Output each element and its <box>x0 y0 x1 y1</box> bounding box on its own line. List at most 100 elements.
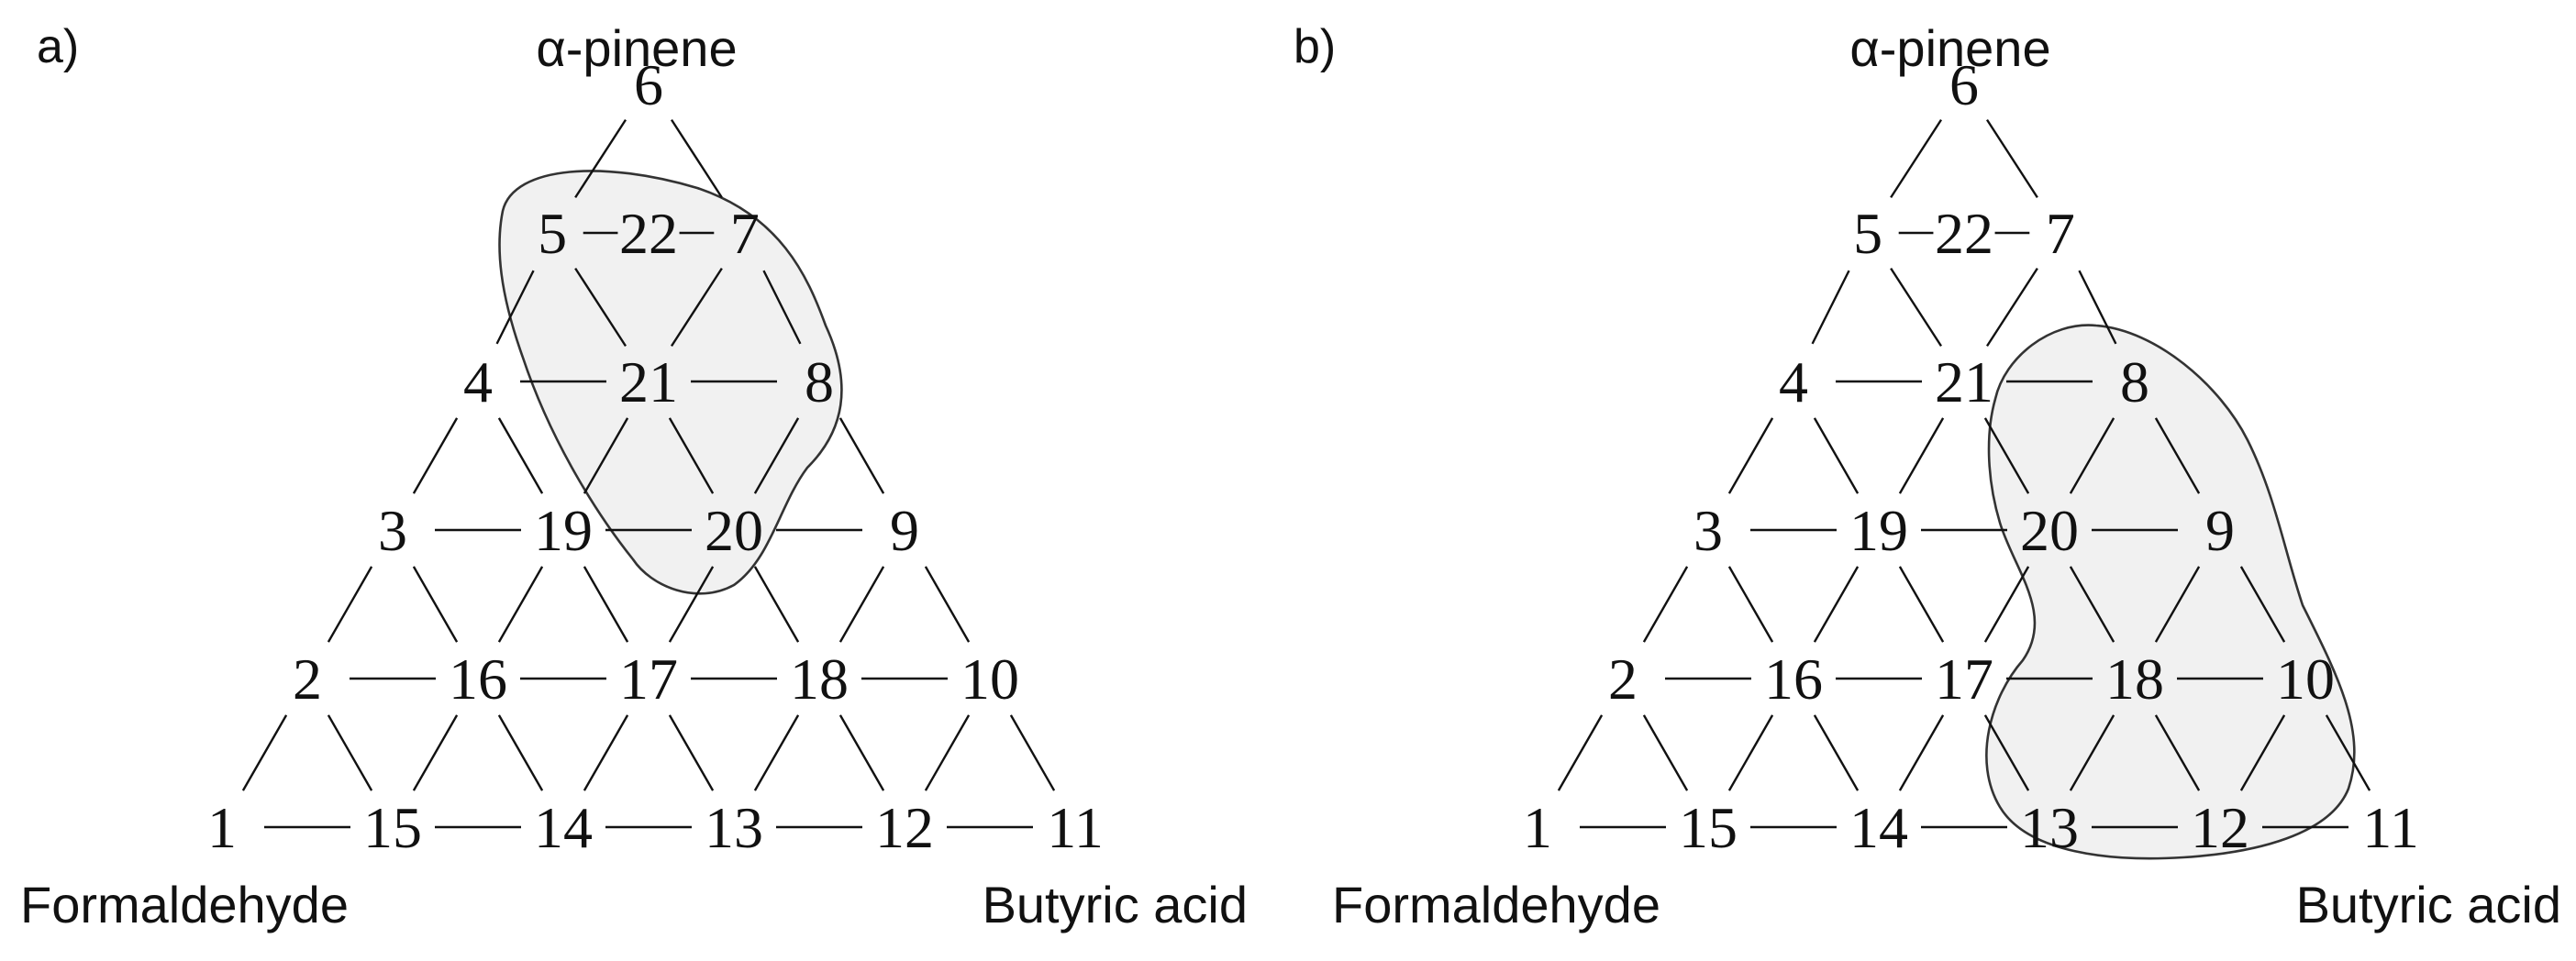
panel-b-node-6: 6 <box>1949 52 1979 117</box>
panel-a-edge-14-17 <box>583 714 629 791</box>
panel-b-edge-21-20 <box>1983 417 2030 494</box>
panel-a-edge-2-15 <box>327 714 373 791</box>
panel-b-node-10: 10 <box>2276 646 2335 712</box>
panel-b-vertex-left: Formaldehyde <box>1332 876 1660 933</box>
panel-b-edge-9-10 <box>2239 566 2286 643</box>
panel-a-node-2: 2 <box>293 646 322 712</box>
panel-b-edge-2-3 <box>1642 566 1689 643</box>
panel-b-edges <box>1557 118 2371 829</box>
panel-b-edge-7-8 <box>2078 270 2117 345</box>
panel-b-node-15: 15 <box>1679 795 1738 860</box>
panel-b-label: b) <box>1294 20 1336 73</box>
panel-b-edge-1-2 <box>1557 714 1604 791</box>
panel-b-node-5: 5 <box>1853 201 1882 266</box>
panel-a-node-13: 13 <box>705 795 763 860</box>
panel-b-node-14: 14 <box>1849 795 1908 860</box>
panel-a-highlighted-region <box>498 170 843 595</box>
panel-b-node-9: 9 <box>2205 498 2235 563</box>
panel-a-node-11: 11 <box>1047 795 1104 860</box>
panel-a-node-21: 21 <box>619 349 678 414</box>
panel-b-node-16: 16 <box>1764 646 1823 712</box>
panel-a-vertex-left: Formaldehyde <box>20 876 349 933</box>
panel-a-edge-20-18 <box>753 566 800 643</box>
panel-a-edge-8-9 <box>838 417 885 494</box>
panel-b-edge-3-4 <box>1727 417 1774 494</box>
panel-a-node-5: 5 <box>538 201 567 266</box>
panel-a-node-19: 19 <box>534 498 593 563</box>
panel-b-node-8: 8 <box>2120 349 2149 414</box>
panel-b-vertex-top: α-pinene <box>1849 19 2050 77</box>
panel-b-node-19: 19 <box>1849 498 1908 563</box>
panel-a-node-9: 9 <box>890 498 919 563</box>
panel-a-node-16: 16 <box>449 646 507 712</box>
panel-b-node-21: 21 <box>1935 349 1993 414</box>
panel-b-highlighted-region <box>1985 324 2356 860</box>
panel-a-edge-6-7 <box>670 118 723 199</box>
panel-a-node-14: 14 <box>534 795 593 860</box>
panel-a-edge-3-16 <box>412 566 459 643</box>
panel-a-edge-4-5 <box>495 270 535 345</box>
panel-a-edge-7-8 <box>762 270 802 345</box>
panel-b-edge-21-7 <box>1985 267 2038 348</box>
panel-b-edge-15-16 <box>1727 714 1774 791</box>
panel-b-node-7: 7 <box>2046 201 2075 266</box>
panel-b-edge-3-16 <box>1727 566 1774 643</box>
panel-a-node-18: 18 <box>790 646 849 712</box>
panel-a-edge-21-20 <box>668 417 715 494</box>
panel-a-node-4: 4 <box>463 349 493 414</box>
panel-a-edge-19-21 <box>583 417 629 494</box>
panel-b-edge-17-13 <box>1983 714 2030 791</box>
panel-a-edge-16-19 <box>497 566 544 643</box>
panel-b-node-11: 11 <box>2362 795 2419 860</box>
panel-a-edge-3-4 <box>412 417 459 494</box>
panel-a-node-1: 1 <box>207 795 237 860</box>
panel-a-edge-5-21 <box>574 267 627 348</box>
panel-b-node-2: 2 <box>1608 646 1638 712</box>
panel-b-node-22: 22 <box>1935 201 1993 266</box>
panel-a-edge-16-14 <box>497 714 544 791</box>
panel-b-edge-20-8 <box>2069 417 2115 494</box>
panel-a-edge-1-2 <box>241 714 288 791</box>
panel-a-edge-19-17 <box>583 566 629 643</box>
panel-a-edge-13-18 <box>753 714 800 791</box>
panel-a-edge-10-11 <box>1009 714 1056 791</box>
panel-b-edge-13-18 <box>2069 714 2115 791</box>
panel-b-edge-18-9 <box>2154 566 2201 643</box>
panel-a-edge-2-3 <box>327 566 373 643</box>
panel-b-node-17: 17 <box>1935 646 1993 712</box>
panel-a-node-15: 15 <box>363 795 422 860</box>
panel-a-edges <box>241 118 1056 829</box>
panel-b-edge-20-18 <box>2069 566 2115 643</box>
panel-b-edge-19-17 <box>1898 566 1945 643</box>
panel-b-edge-8-9 <box>2154 417 2201 494</box>
panel-a-vertex-right: Butyric acid <box>983 876 1248 933</box>
panel-a-edge-17-13 <box>668 714 715 791</box>
panel-b-edge-4-5 <box>1811 270 1850 345</box>
panel-b-node-12: 12 <box>2191 795 2249 860</box>
panel-b-edge-5-21 <box>1890 267 1943 348</box>
panel-a-edge-18-12 <box>838 714 885 791</box>
panel-b-node-18: 18 <box>2105 646 2164 712</box>
panel-b-edge-19-21 <box>1898 417 1945 494</box>
panel-b-edge-4-19 <box>1813 417 1860 494</box>
panel-a-node-6: 6 <box>634 52 663 117</box>
panel-b-edge-18-12 <box>2154 714 2201 791</box>
panel-a-node-3: 3 <box>378 498 407 563</box>
panel-b-node-4: 4 <box>1779 349 1808 414</box>
panel-a-edge-9-10 <box>924 566 971 643</box>
panel-a-edge-18-9 <box>838 566 885 643</box>
panel-b-node-13: 13 <box>2020 795 2079 860</box>
panel-a-edge-21-7 <box>670 267 723 348</box>
panel-a-edge-17-20 <box>668 566 715 643</box>
panel-b-node-20: 20 <box>2020 498 2079 563</box>
panel-b-vertex-right: Butyric acid <box>2296 876 2561 933</box>
panel-a-edge-20-8 <box>753 417 800 494</box>
panel-a-node-17: 17 <box>619 646 678 712</box>
panel-a-node-8: 8 <box>805 349 834 414</box>
panel-b-node-1: 1 <box>1523 795 1552 860</box>
